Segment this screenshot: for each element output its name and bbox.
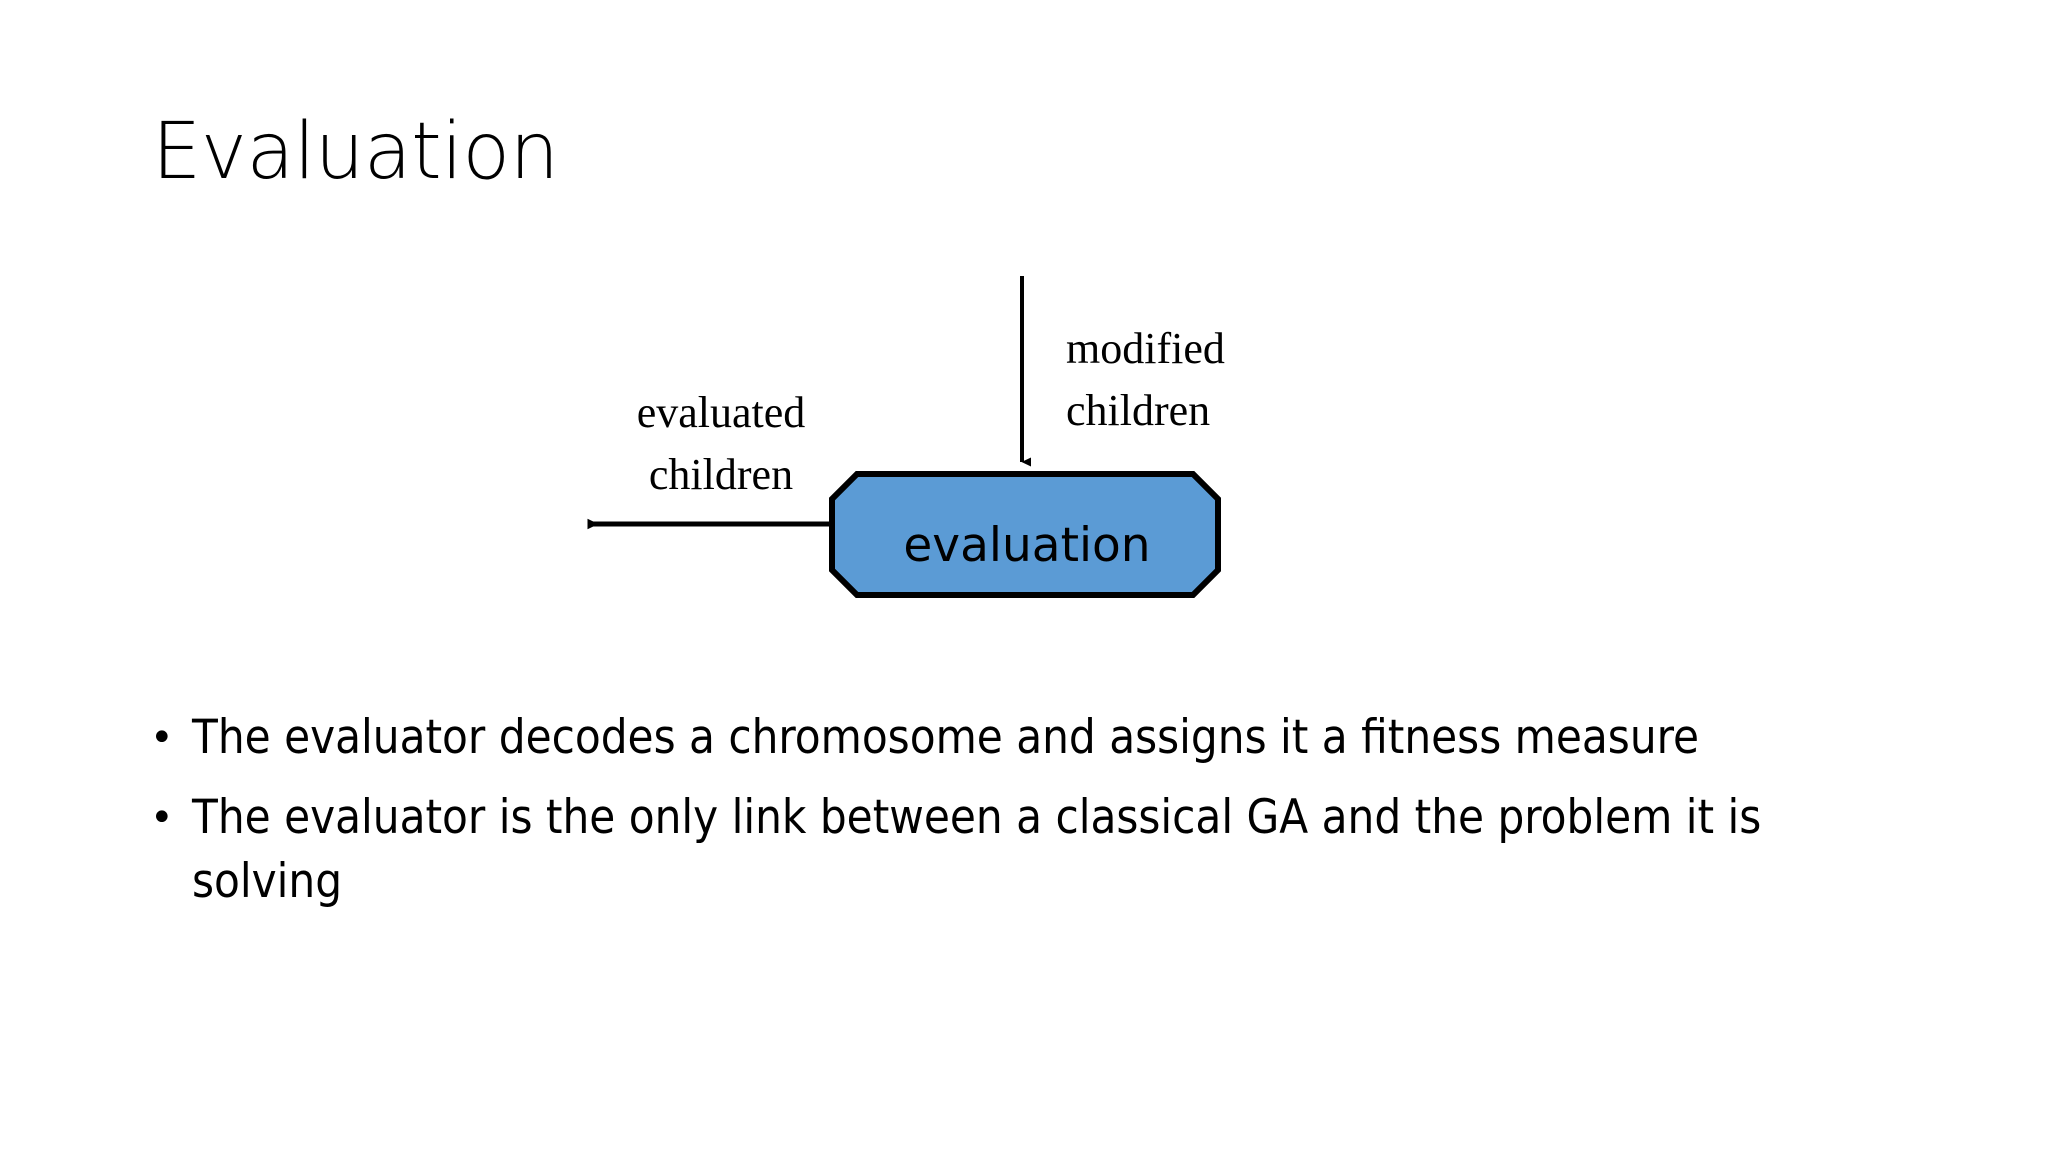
bullet-text: The evaluator is the only link between a… <box>192 790 1762 909</box>
bullet-text: The evaluator decodes a chromosome and a… <box>192 710 1699 765</box>
bullet-dot-icon: • <box>150 795 174 841</box>
list-item: • The evaluator decodes a chromosome and… <box>150 706 1940 770</box>
outgoing-arrow-label: evaluated children <box>618 382 824 507</box>
bullet-list: • The evaluator decodes a chromosome and… <box>150 706 1940 930</box>
incoming-arrow-label-line2: children <box>1066 386 1211 436</box>
list-item: • The evaluator is the only link between… <box>150 786 1940 914</box>
incoming-arrow-label-line1: modified <box>1066 324 1225 373</box>
flow-diagram: evaluation evaluated children modified c… <box>0 240 2048 640</box>
bullet-dot-icon: • <box>150 715 174 761</box>
evaluation-node-shape[interactable] <box>829 471 1221 598</box>
outgoing-arrow-label-line1: evaluated <box>636 388 806 437</box>
outgoing-arrow-label-line2: children <box>648 450 794 500</box>
incoming-arrow-label: modified children <box>1066 318 1225 443</box>
page-title: Evaluation <box>152 107 559 197</box>
diagram-graphics <box>587 276 1221 598</box>
